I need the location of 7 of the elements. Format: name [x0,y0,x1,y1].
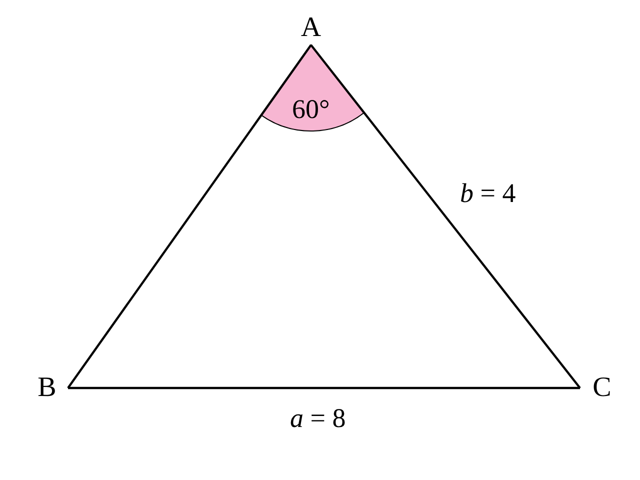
angle-label: 60° [292,96,330,122]
vertex-label: C [580,372,624,404]
triangle-side [310,44,581,389]
triangle-side [67,44,312,389]
vertex-label: B [26,372,68,404]
vertex-label: A [296,10,326,45]
triangle-side [68,386,580,390]
